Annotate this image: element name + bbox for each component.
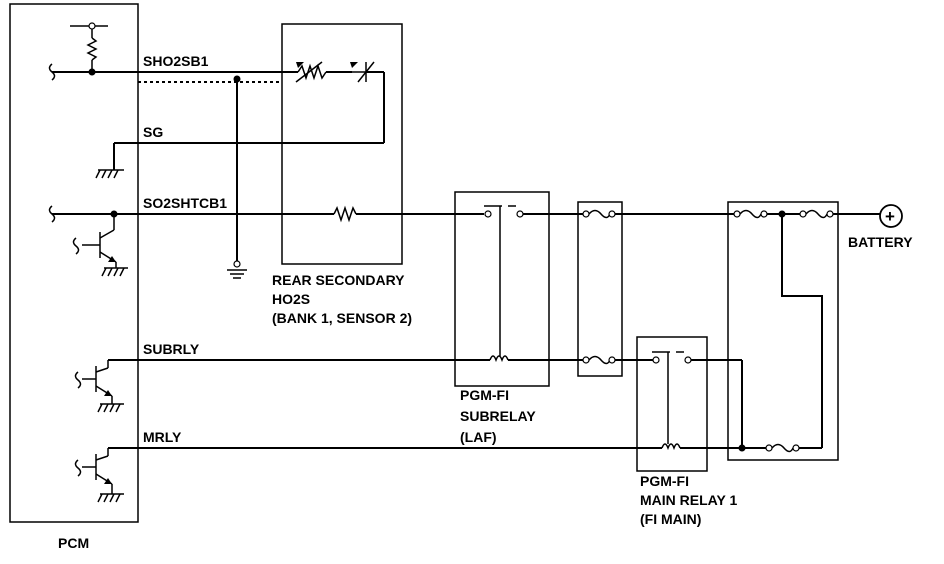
battery-icon: +	[879, 204, 903, 228]
thermistor-icon	[295, 61, 327, 83]
subrelay-driver-transistor-icon	[74, 360, 124, 413]
sensor-label-line3: (BANK 1, SENSOR 2)	[272, 310, 412, 326]
pcm-box	[9, 3, 139, 523]
fuse-icon	[733, 209, 768, 219]
wire-label-subrly: SUBRLY	[143, 341, 200, 357]
sensor-label-line1: REAR SECONDARY	[272, 272, 405, 288]
pcm-label: PCM	[58, 535, 89, 551]
subrelay-label-line1: PGM-FI	[460, 387, 509, 403]
pcm-pullup-resistor-icon	[70, 22, 108, 72]
fuse-icon	[799, 209, 834, 219]
under-hood-fuse-box	[727, 201, 839, 461]
wire-label-so2shtcb1: SO2SHTCB1	[143, 195, 227, 211]
main-relay-coil-icon	[661, 443, 681, 451]
fuse-icon	[765, 443, 800, 453]
mainrelay-label-line3: (FI MAIN)	[640, 511, 701, 527]
wire-label-sg: SG	[143, 124, 163, 140]
main-relay-switch-icon	[652, 351, 692, 444]
mainrelay-driver-transistor-icon	[74, 448, 124, 503]
rear-secondary-ho2s-box	[281, 23, 403, 265]
pgm-fi-subrelay-box	[454, 191, 550, 387]
shield-ground-icon	[227, 260, 247, 279]
heater-driver-transistor-icon	[72, 214, 128, 277]
junction-dot	[738, 444, 746, 452]
sensor-label-line2: HO2S	[272, 291, 310, 307]
heater-resistor-icon	[333, 205, 357, 223]
fuse-box	[577, 201, 623, 377]
battery-plus-symbol: +	[885, 207, 895, 226]
fuse-icon	[582, 209, 616, 219]
subrelay-switch-icon	[484, 205, 524, 356]
wire-label-mrly: MRLY	[143, 429, 182, 445]
pgm-fi-main-relay-box	[636, 336, 708, 472]
fuse-icon	[582, 355, 616, 365]
battery-label: BATTERY	[848, 234, 913, 250]
subrelay-label-line2: SUBRELAY	[460, 408, 536, 424]
pcm-ground-icon	[95, 169, 124, 179]
mainrelay-label-line1: PGM-FI	[640, 473, 689, 489]
wire-label-sho2sb1: SHO2SB1	[143, 53, 209, 69]
junction-dot	[88, 68, 96, 76]
subrelay-label-line3: (LAF)	[460, 429, 497, 445]
mainrelay-label-line2: MAIN RELAY 1	[640, 492, 737, 508]
subrelay-coil-icon	[489, 355, 509, 363]
